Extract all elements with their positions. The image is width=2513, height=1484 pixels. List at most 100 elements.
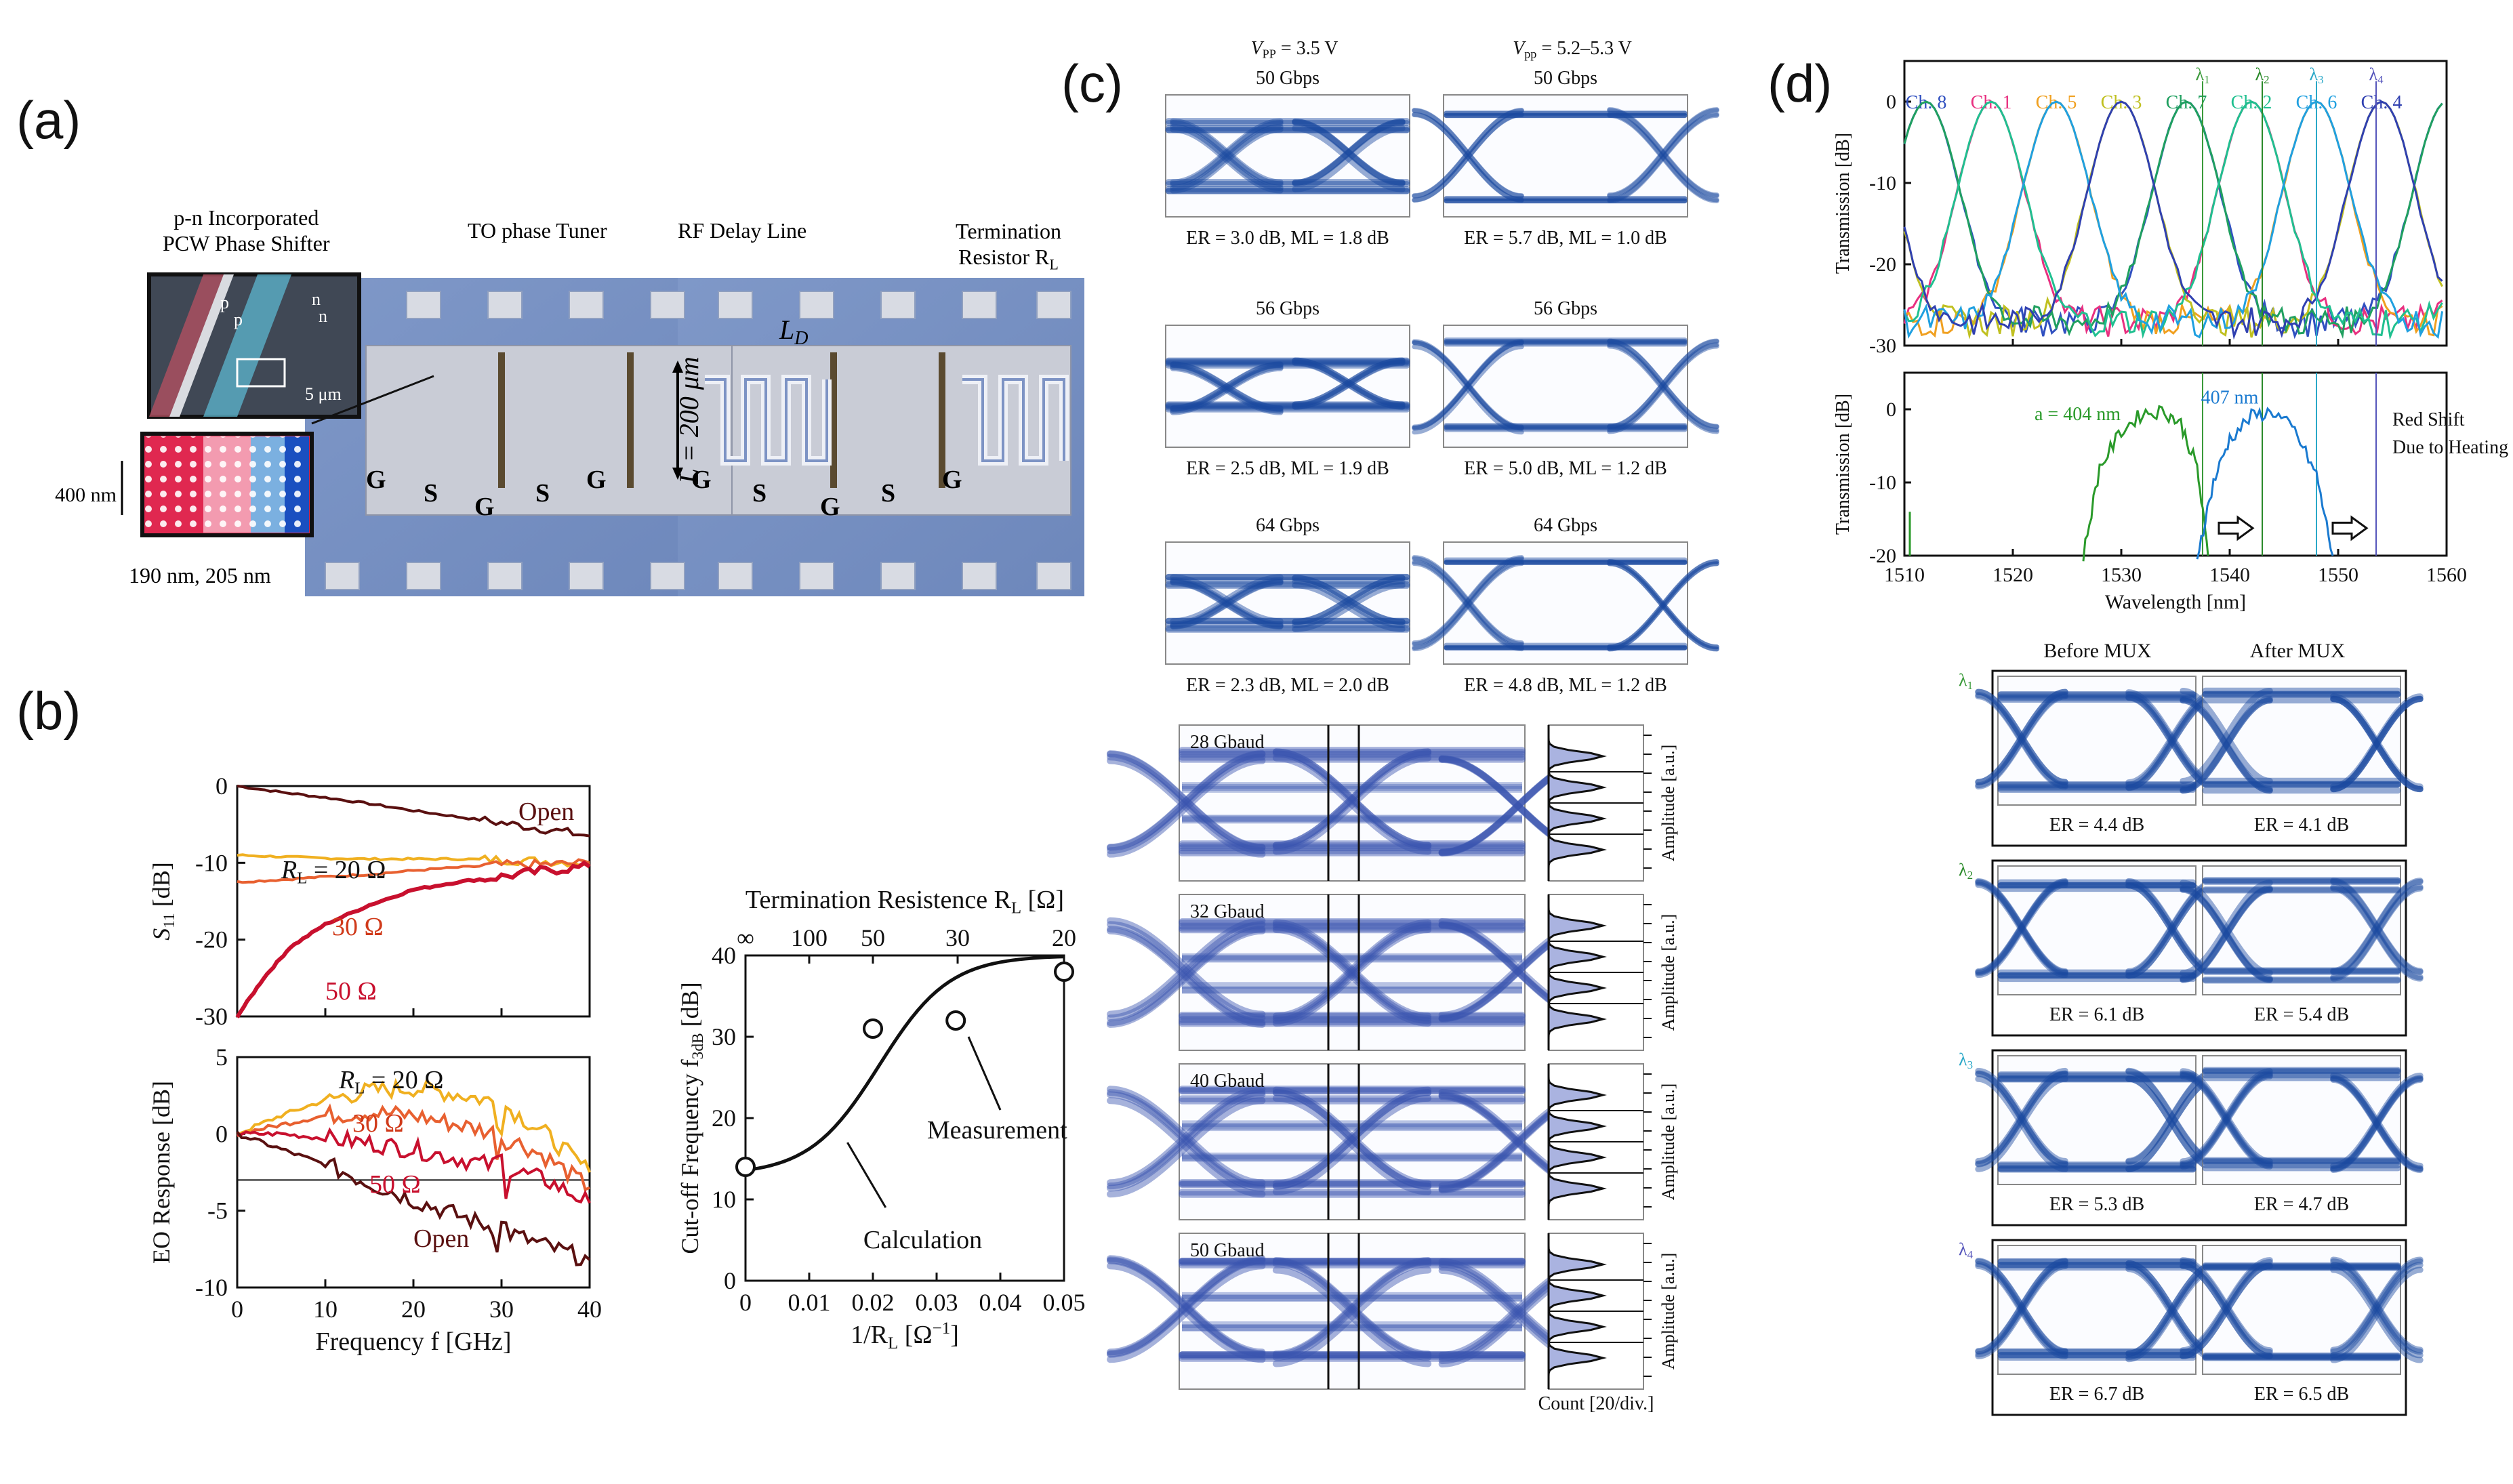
d-ann-redshift-1: Red Shift [2392, 409, 2465, 430]
panel-label-a: (a) [16, 90, 81, 150]
d-eye-after-0-fall-0-1 [2180, 697, 2273, 794]
c-pam-eye-2-rise-0-3 [1107, 1097, 1266, 1198]
c-pam-eye-2-fall-0-2 [1107, 1089, 1266, 1190]
d-channel-label-5: Ch. 2 [2231, 92, 2272, 113]
c-eye-0-rise-0-0 [1170, 120, 1284, 188]
d-top-ytick-label-1: -10 [1869, 172, 1896, 194]
d-eye-after-3 [2180, 1245, 2424, 1375]
d-eye-after-2-fall-1-2 [2330, 1075, 2424, 1172]
c-eye-4-rise-1-0 [1292, 582, 1406, 632]
c-eye-0-rise-1-2 [1292, 119, 1406, 186]
c-pam-eye-0-fall-1-1 [1272, 748, 1432, 849]
d-eye-after-3-traces [2180, 1256, 2424, 1363]
c-eye-0-rise-1-1 [1292, 125, 1406, 192]
s11-series-2 [237, 858, 590, 884]
c-pam-eye-3-fall-1-0 [1272, 1258, 1432, 1359]
d-eye-after-0-fall-0-2 [2180, 687, 2273, 784]
d-bot-xtick-label-1: 1520 [1993, 564, 2033, 586]
c-eye-5-rise-0-0 [1412, 555, 1524, 646]
d-eye-before-2-rise-0-2 [1975, 1070, 2068, 1167]
c-pam-eye-1-fall-1-2 [1272, 924, 1432, 1025]
c-hist-3 [1547, 1233, 1643, 1389]
d-eye-before-1-rise-0-1 [1975, 878, 2068, 974]
c-pam-eye-1-rise-1-0 [1272, 926, 1432, 1027]
d-eye-after-2-rise-1-3 [2330, 1072, 2424, 1169]
c-amp-label-3: Amplitude [a.u.] [1658, 1253, 1678, 1370]
c-pam-eye-3-fall-0-3 [1107, 1257, 1266, 1358]
c-pam-eye-3-fall-0-0 [1107, 1262, 1266, 1363]
d-eye-after-1-fall-1-1 [2330, 878, 2424, 974]
c-eye-1-fall-0-3 [1412, 108, 1524, 199]
d-eye-after-2-fall-0-2 [2180, 1073, 2273, 1170]
d-eye-before-0-fall-0-2 [1975, 693, 2068, 790]
s11-ylabel: S11 [dB] [148, 862, 178, 941]
d-eye-before-0-frame [1997, 676, 2197, 806]
cut-ytick-label-0: 0 [724, 1267, 736, 1294]
c-eye-2-rise-1-1 [1292, 359, 1406, 409]
d-eye-before-3-fall-0-1 [1975, 1258, 2068, 1355]
cut-xtick-label-5: 0.05 [1043, 1289, 1086, 1316]
c-eye-5-rise-0-2 [1412, 556, 1524, 647]
c-pam-eye-2-fall-1-1 [1272, 1086, 1432, 1187]
c-hist-shape-3 [1547, 1233, 1607, 1389]
c-eye-5-fall-0-2 [1412, 556, 1524, 647]
c-pam-eye-3 [1107, 1233, 1597, 1390]
c-eye-0-fall-0-1 [1170, 123, 1284, 191]
c-eye-4-fall-0-3 [1170, 577, 1284, 627]
c-pam-eye-3-rise-1-2 [1272, 1260, 1432, 1361]
pad-g1: G [366, 466, 386, 494]
c-eye-1-rise-1-1 [1607, 112, 1719, 203]
cut-ylabel: Cut-off Frequency f3dB [dB] [676, 982, 707, 1254]
d-bot-xtick-label-5: 1560 [2426, 564, 2467, 586]
d-eye-before-2-fall-0-2 [1975, 1070, 2068, 1167]
d-eye-after-0-rise-0-1 [2180, 697, 2273, 794]
d-eye-after-2-rise-0-3 [2180, 1070, 2273, 1167]
d-bot-xtick-label-3: 1540 [2209, 564, 2250, 586]
c-pam-eye-1-rise-1-3 [1272, 919, 1432, 1020]
d-bot-series-0 [2082, 405, 2209, 562]
height-label: 400 nm [55, 484, 117, 506]
c-pam-mid-3 [1182, 1292, 1522, 1332]
c-pam-eye-1-rise-1-1 [1272, 921, 1432, 1022]
d-eye-after-2-fall-0-3 [2180, 1070, 2273, 1167]
eo-ytick-label-2: -5 [207, 1197, 228, 1224]
c-pam-eye-0-rise-1-2 [1272, 750, 1432, 851]
c-eye-3-rise-0-3 [1412, 340, 1524, 431]
d-top-frame [1903, 60, 2448, 347]
c-rate-2: 56 Gbps [1256, 298, 1320, 319]
c-eye-0-rise-0-2 [1170, 126, 1284, 194]
d-bot-ytick-label-0: 0 [1886, 398, 1896, 421]
d-bot-ytick-label-1: -10 [1869, 472, 1896, 494]
d-eye-lambda-2: λ3 [1959, 1050, 1973, 1071]
c-eye-2-frame [1165, 325, 1410, 448]
c-pam-baud-3: 50 Gbaud [1190, 1240, 1265, 1261]
c-pam-eye-2-rise-0-0 [1107, 1086, 1266, 1187]
c-pam-eye-2-rise-1-2 [1272, 1089, 1432, 1190]
c-eye-4-traces [1165, 573, 1410, 633]
d-eye-after-0-traces [2180, 687, 2424, 794]
panel-a-micrograph: L = 200 μm G S G S G G S G S G LD 5 μm p… [55, 272, 1084, 596]
d-eye-after-0-fall-0-3 [2180, 697, 2273, 793]
c-pam-eye-0-rise-1-0 [1272, 748, 1432, 849]
d-eye-after-2-traces [2180, 1067, 2424, 1173]
c-eye-3-rise-1-3 [1607, 338, 1719, 429]
c-eye-2-fall-1-3 [1292, 357, 1406, 408]
d-top-series-6 [1903, 100, 2444, 339]
s11-series-1 [237, 853, 590, 868]
c-eye-3-frame [1443, 325, 1688, 448]
svg-text:p: p [220, 293, 229, 312]
c-eye-3-fall-0-3 [1412, 340, 1524, 431]
d-eye-after-3-fall-1-2 [2330, 1258, 2424, 1355]
d-eye-after-0-fall-1-1 [2330, 693, 2424, 790]
eo-series-3 [236, 1131, 591, 1266]
c-eye-4-rise-0-3 [1170, 577, 1284, 627]
d-eye-after-3-rise-1-0 [2330, 1266, 2424, 1363]
c-eye-2-fall-0-3 [1170, 363, 1284, 414]
c-eye-3-rise-1-0 [1607, 342, 1719, 433]
cut-xtick-label-3: 0.03 [916, 1289, 958, 1316]
d-eye-after-3-rise-1-2 [2330, 1258, 2424, 1355]
c-hist-shape-0 [1547, 725, 1607, 881]
d-arrow-2 [2331, 515, 2369, 541]
c-pam-eye-2-fall-0-1 [1107, 1091, 1266, 1192]
c-pam-eye-0-fall-0-3 [1107, 750, 1266, 851]
